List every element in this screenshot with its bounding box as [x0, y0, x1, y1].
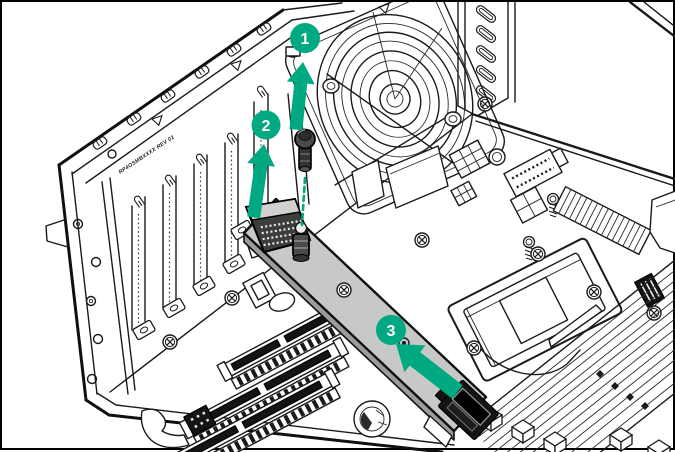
rubber-grommet [353, 400, 391, 438]
board-screw [336, 282, 352, 298]
io-shroud-block [649, 190, 675, 254]
chassis-clip [140, 408, 190, 449]
pcie-slot-3 [149, 367, 341, 452]
plastic-wedge [548, 304, 603, 348]
riser-socket [242, 271, 277, 309]
jumper-block [183, 404, 217, 437]
fan-lower-housing [351, 145, 449, 209]
board-standoff [292, 221, 310, 262]
thumbscrew [294, 128, 316, 172]
connector-mount [423, 415, 453, 448]
rail-arrow-mark [151, 112, 166, 127]
mb-screw [414, 232, 430, 248]
annotations: 1 2 3 [247, 23, 463, 399]
arrow-1-icon [286, 62, 315, 131]
pcie-slot-1 [216, 298, 352, 390]
dimm-slots [468, 186, 675, 452]
chassis-rear-panel: RP4OSMBXXXX REV 01 [45, 2, 455, 452]
alignment-dashed-line [300, 176, 307, 227]
svg-text:1: 1 [301, 31, 310, 48]
motherboard-components [149, 139, 675, 452]
cpu-socket [447, 237, 623, 382]
cpu-power-connector [509, 186, 549, 224]
svg-text:2: 2 [262, 118, 271, 135]
callout-3: 3 [376, 315, 406, 345]
round-capacitor [488, 148, 506, 166]
arrow-3-icon [396, 344, 463, 399]
vrm-heatsink [552, 186, 652, 256]
pad-capsule [268, 292, 296, 312]
system-fan [284, 2, 506, 215]
right-wall-edge [628, 2, 675, 39]
atx-power-header [503, 147, 569, 198]
mb-screw [162, 334, 178, 350]
callout-1: 1 [290, 23, 320, 53]
arrow-2-icon [247, 144, 275, 219]
dimm-clips [596, 370, 649, 410]
corner-blocks [609, 427, 671, 452]
callout-2: 2 [251, 110, 281, 140]
rail-arrow-mark [230, 57, 245, 72]
rail-slot-cutouts [91, 21, 273, 151]
small-header [450, 180, 478, 207]
mb-screw [224, 290, 240, 306]
fan-header [448, 139, 491, 179]
chassis-rivet-holes [72, 149, 117, 385]
svg-text:3: 3 [387, 323, 396, 340]
